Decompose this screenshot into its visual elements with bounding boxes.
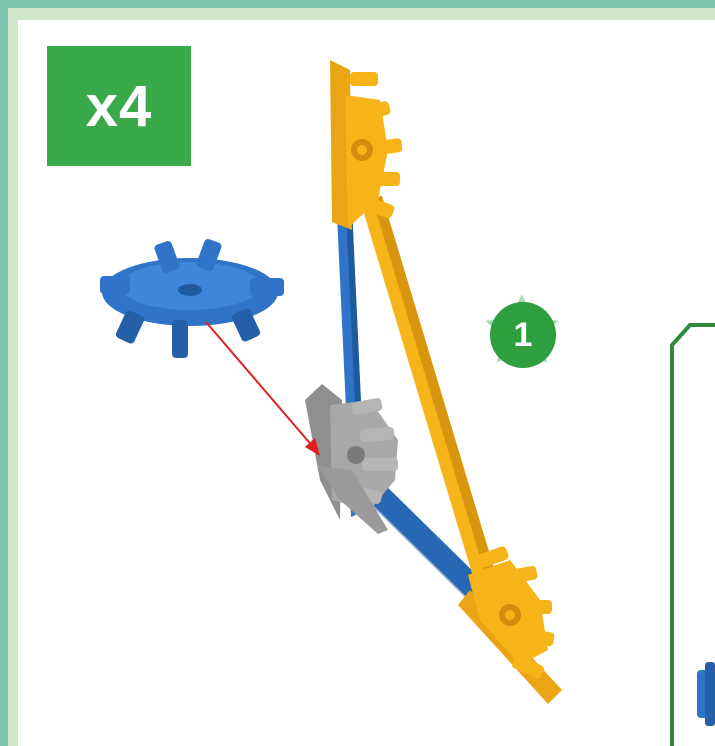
loose-blue-connector-icon [100,238,284,358]
step-number-badge: 1 [470,283,576,383]
quantity-badge: x4 [47,46,191,166]
insert-direction-arrow [205,321,320,456]
bottom-yellow-connector-icon [458,546,562,704]
next-step-part-icon [697,662,715,726]
next-step-panel-border [670,323,715,746]
quantity-label: x4 [85,73,153,139]
step-number: 1 [513,315,533,354]
horizontal-blue-rod [358,478,492,612]
top-yellow-connector-icon [330,60,403,230]
step-star-icon [485,294,559,368]
grey-target-connector-icon [305,384,398,534]
diagonal-yellow-rod [360,196,496,580]
